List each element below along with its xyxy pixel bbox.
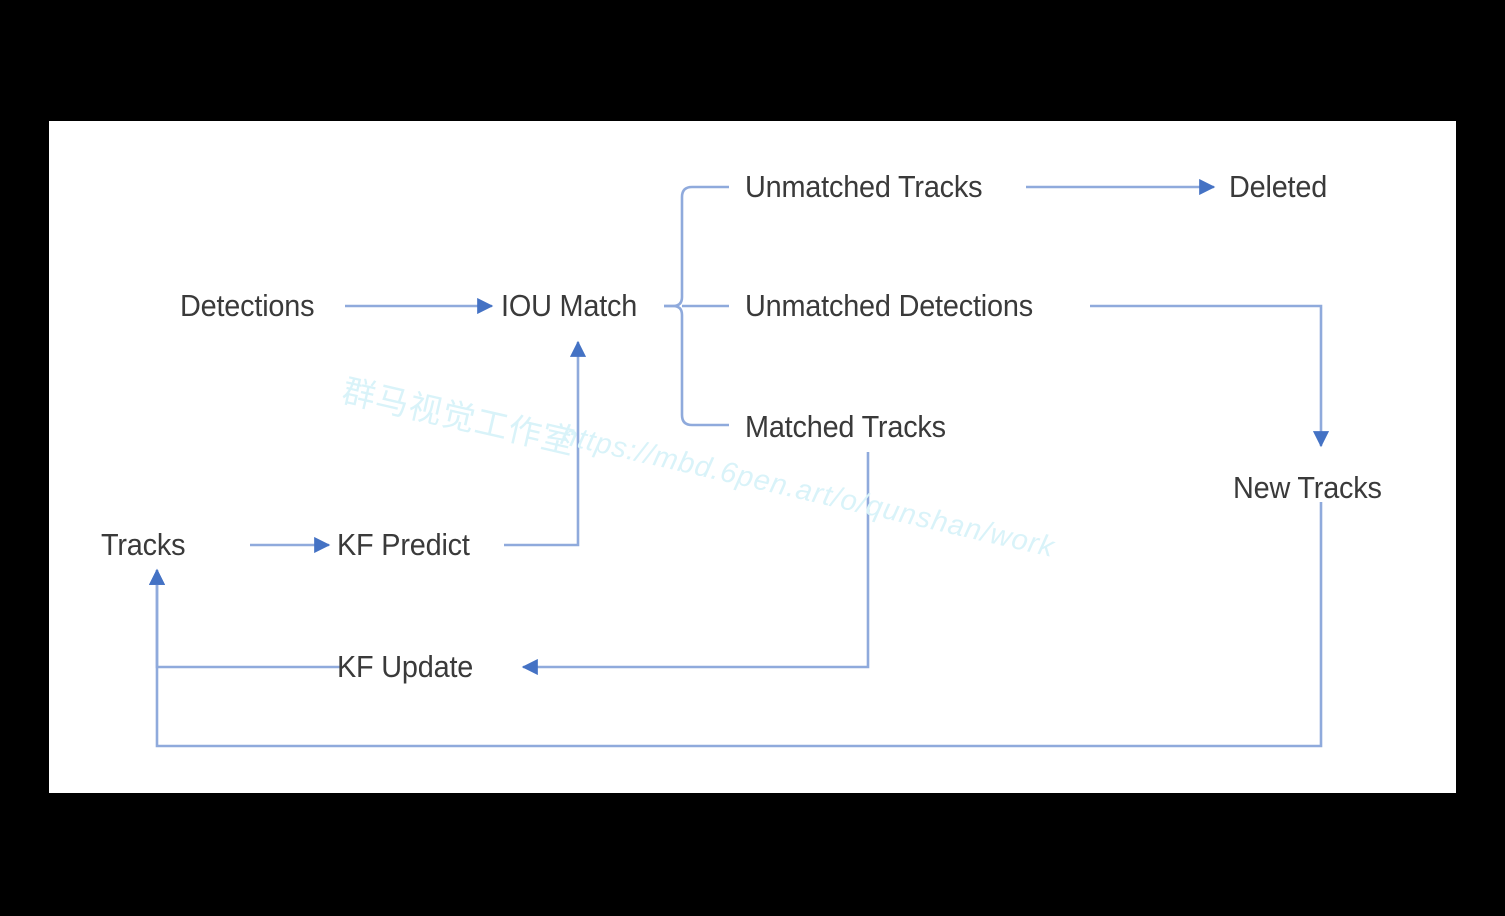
diagram-canvas: Detections IOU Match Unmatched Tracks Un… bbox=[49, 121, 1456, 793]
edge-new-tracks-to-tracks bbox=[148, 502, 1323, 748]
node-tracks: Tracks bbox=[101, 527, 186, 562]
node-deleted: Deleted bbox=[1229, 169, 1328, 204]
node-kf-predict: KF Predict bbox=[337, 527, 470, 562]
node-new-tracks: New Tracks bbox=[1233, 470, 1382, 505]
flow-connectors bbox=[148, 178, 1330, 748]
node-matched-tracks: Matched Tracks bbox=[745, 409, 946, 444]
brace-iou-outputs bbox=[664, 185, 729, 308]
node-unmatched-detections: Unmatched Detections bbox=[745, 288, 1033, 323]
edge-unmatched-detections-to-new-tracks bbox=[1090, 304, 1330, 448]
edge-kf-update-to-tracks bbox=[148, 568, 341, 669]
node-unmatched-tracks: Unmatched Tracks bbox=[745, 169, 983, 204]
edge-kf-predict-to-iou bbox=[504, 340, 587, 547]
node-detections: Detections bbox=[180, 288, 315, 323]
node-iou-match: IOU Match bbox=[501, 288, 638, 323]
edge-matched-tracks-to-kf-update bbox=[521, 452, 870, 676]
brace-iou-lower bbox=[664, 304, 729, 427]
node-kf-update: KF Update bbox=[337, 649, 474, 684]
